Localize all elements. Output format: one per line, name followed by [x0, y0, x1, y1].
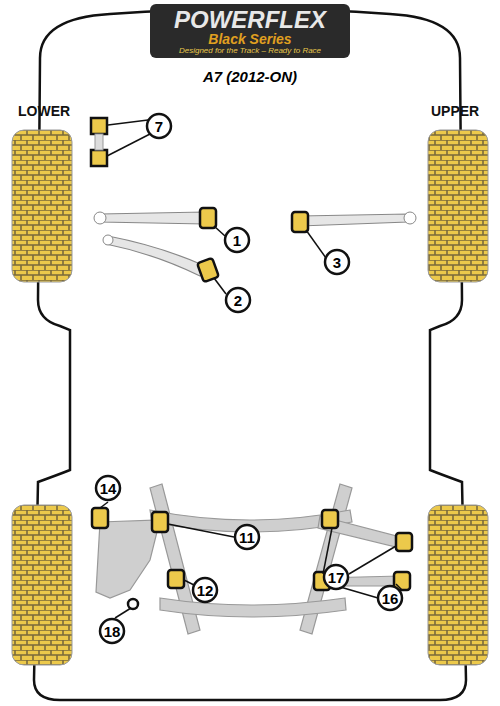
model-title: A7 (2012-ON) [0, 68, 500, 85]
brand-series: Black Series [100, 32, 400, 46]
axle-label: UPPER [431, 104, 479, 118]
leader-lines [100, 120, 402, 618]
axle-label: LOWER [18, 104, 70, 118]
callout-number: 2 [225, 287, 251, 313]
callout-circle: 17 [323, 564, 349, 590]
front-suspension [91, 118, 416, 282]
wheel [12, 505, 72, 665]
wheel [428, 130, 488, 282]
callout-number: 7 [146, 113, 172, 139]
callout-circle: 2 [225, 287, 251, 313]
wheel [428, 505, 488, 665]
brand-logo: POWERFLEX [100, 8, 400, 32]
callout-circle: 3 [324, 249, 350, 275]
callout-number: 14 [95, 475, 121, 501]
callout-number: 11 [234, 524, 260, 550]
callout-number: 18 [99, 618, 125, 644]
callout-number: 1 [224, 227, 250, 253]
callout-circle: 14 [95, 475, 121, 501]
callout-number: 12 [192, 577, 218, 603]
rear-bushes [92, 508, 412, 609]
callout-circle: 1 [224, 227, 250, 253]
callout-number: 3 [324, 249, 350, 275]
wheel [12, 130, 72, 282]
callout-circle: 7 [146, 113, 172, 139]
brand-tagline: Designed for the Track – Ready to Race [100, 47, 400, 55]
callout-number: 16 [377, 585, 403, 611]
rear-subframe [96, 484, 404, 634]
callout-number: 17 [323, 564, 349, 590]
car-outline [34, 9, 466, 700]
callout-circle: 18 [99, 618, 125, 644]
callout-circle: 11 [234, 524, 260, 550]
callout-circle: 16 [377, 585, 403, 611]
callout-circle: 12 [192, 577, 218, 603]
